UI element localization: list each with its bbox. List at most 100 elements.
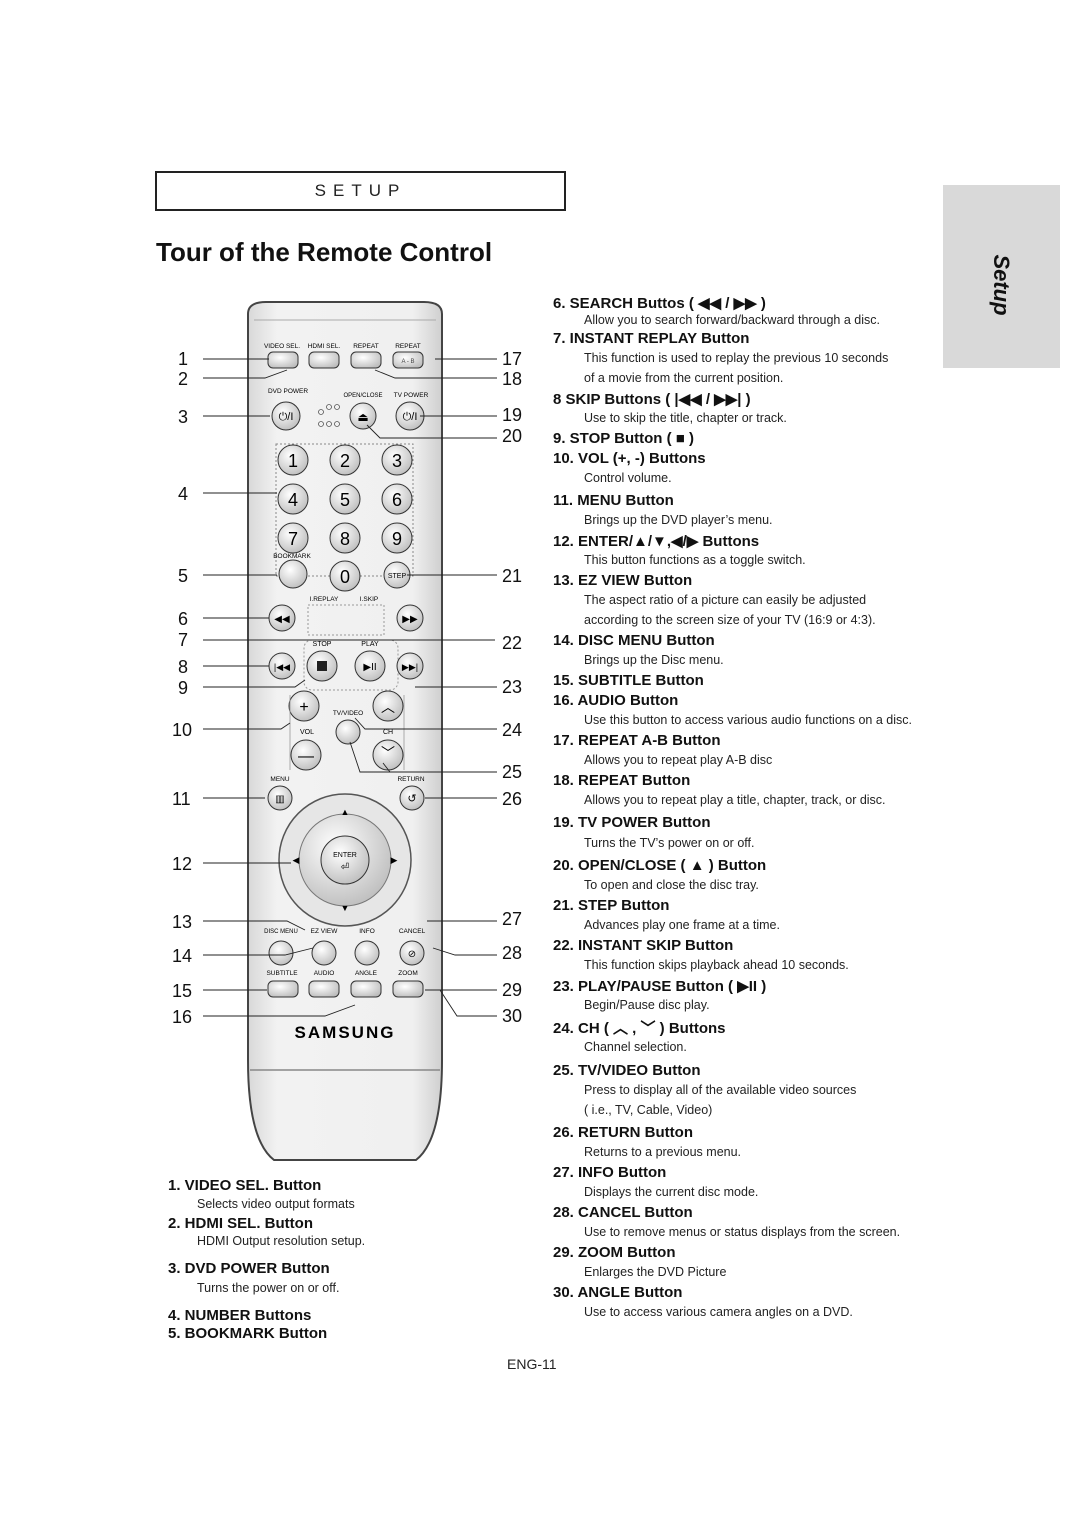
ez-view-button[interactable]: [311, 940, 337, 966]
item-desc: Turns the TV’s power on or off.: [584, 836, 755, 850]
enter-button[interactable]: [320, 835, 370, 885]
open-close-label: OPEN/CLOSE: [343, 393, 382, 399]
play-pause-button[interactable]: [354, 650, 386, 682]
cancel-label: CANCEL: [399, 928, 426, 935]
section-label-box: SETUP: [155, 171, 566, 211]
ab-label: A - B: [401, 359, 414, 365]
return-button[interactable]: [399, 785, 425, 811]
item-title: 3. DVD POWER Button: [168, 1260, 330, 1277]
number-key-label: 0: [340, 567, 350, 587]
search-forward-button[interactable]: [396, 604, 424, 632]
minus-icon: —: [298, 748, 314, 765]
item-title: 20. OPEN/CLOSE ( ▲ ) Button: [553, 857, 767, 874]
iskip-label: I.SKIP: [360, 596, 378, 603]
callout-13: 13: [172, 912, 193, 932]
callout-25: 25: [502, 762, 523, 782]
number-key[interactable]: [329, 522, 361, 554]
item-title: 13. EZ VIEW Button: [553, 572, 693, 589]
number-key[interactable]: [329, 560, 361, 592]
item-title: 28. CANCEL Button: [553, 1204, 693, 1221]
number-key[interactable]: [277, 522, 309, 554]
vol-up-button[interactable]: [288, 690, 320, 722]
item-title: 30. ANGLE Button: [553, 1284, 683, 1301]
callout-5: 5: [178, 566, 189, 586]
rewind-icon: ◀◀: [274, 614, 290, 625]
vol-down-button[interactable]: [290, 739, 322, 771]
item-desc: Enlarges the DVD Picture: [584, 1265, 727, 1279]
item-title: 8 SKIP Buttons ( |◀◀ / ▶▶| ): [553, 391, 751, 408]
angle-label: ANGLE: [355, 970, 378, 977]
ch-up-icon: ︿: [381, 699, 395, 715]
eject-icon: ⏏: [357, 410, 368, 424]
item-title: 4. NUMBER Buttons: [168, 1307, 312, 1324]
item-title: 10. VOL (+, -) Buttons: [553, 450, 706, 467]
menu-button[interactable]: [267, 785, 293, 811]
item-desc: HDMI Output resolution setup.: [197, 1234, 366, 1248]
item-title: 1. VIDEO SEL. Button: [168, 1177, 322, 1194]
callout-11: 11: [172, 789, 191, 809]
repeat-button[interactable]: [350, 351, 382, 369]
remote-illustration: VIDEO SEL. HDMI SEL. REPEAT REPEAT A - B…: [247, 301, 443, 1161]
enter-icon: ⏎: [341, 862, 349, 873]
video-sel-button[interactable]: [267, 351, 299, 369]
callout-28: 28: [502, 943, 523, 963]
number-key[interactable]: [381, 522, 413, 554]
repeat-ab-label: REPEAT: [395, 343, 421, 350]
angle-button[interactable]: [350, 980, 382, 998]
section-label: SETUP: [314, 181, 407, 200]
menu-icon: ▥: [275, 794, 284, 805]
number-key-label: 7: [288, 529, 298, 549]
repeat-ab-button[interactable]: [392, 351, 424, 369]
up-arrow-icon[interactable]: ▲: [341, 807, 350, 817]
item-desc: This function skips playback ahead 10 se…: [584, 958, 849, 972]
skip-forward-button[interactable]: [396, 652, 424, 680]
number-key[interactable]: [329, 444, 361, 476]
ch-up-button[interactable]: [372, 690, 404, 722]
open-close-button[interactable]: [349, 402, 377, 430]
page-title: Tour of the Remote Control: [156, 237, 493, 267]
cancel-button[interactable]: [399, 940, 425, 966]
skip-back-icon: |◀◀: [274, 662, 290, 672]
right-arrow-icon[interactable]: ▶: [391, 855, 398, 865]
tv-power-icon: ⏻/I: [403, 411, 418, 423]
item-title: 7. INSTANT REPLAY Button: [553, 330, 750, 347]
dvd-power-button[interactable]: [271, 401, 301, 431]
bookmark-button[interactable]: [278, 559, 308, 589]
item-title: 25. TV/VIDEO Button: [553, 1062, 701, 1079]
down-arrow-icon[interactable]: ▼: [341, 903, 350, 913]
samsung-logo: SAMSUNG: [295, 1023, 396, 1042]
hdmi-sel-label: HDMI SEL.: [308, 343, 341, 350]
info-button[interactable]: [354, 940, 380, 966]
item-title: 15. SUBTITLE Button: [553, 672, 704, 689]
item-title: 19. TV POWER Button: [553, 814, 711, 831]
item-desc: Begin/Pause disc play.: [584, 998, 710, 1012]
audio-button[interactable]: [308, 980, 340, 998]
callout-lines: [203, 358, 497, 1017]
callout-18: 18: [502, 369, 523, 389]
number-key-label: 3: [392, 451, 402, 471]
item-desc: Returns to a previous menu.: [584, 1145, 742, 1159]
enter-label: ENTER: [333, 852, 357, 859]
plus-icon: +: [299, 699, 308, 716]
disc-menu-label: DISC MENU: [264, 929, 298, 935]
item-title: 26. RETURN Button: [553, 1124, 693, 1141]
left-arrow-icon[interactable]: ◀: [293, 855, 300, 865]
ch-label: CH: [383, 729, 393, 736]
number-key[interactable]: [329, 483, 361, 515]
tv-video-button[interactable]: [335, 719, 361, 745]
subtitle-label: SUBTITLE: [266, 970, 298, 977]
hdmi-sel-button[interactable]: [308, 351, 340, 369]
play-label: PLAY: [361, 641, 379, 648]
number-key[interactable]: [381, 483, 413, 515]
number-key[interactable]: [381, 444, 413, 476]
item-desc: Turns the power on or off.: [197, 1281, 340, 1295]
number-key[interactable]: [277, 483, 309, 515]
callout-2: 2: [178, 369, 189, 389]
return-label: RETURN: [397, 776, 424, 783]
zoom-button[interactable]: [392, 980, 424, 998]
number-key-label: 5: [340, 490, 350, 510]
number-key-label: 4: [288, 490, 298, 510]
number-key[interactable]: [277, 444, 309, 476]
page-number: ENG-11: [507, 1356, 557, 1372]
subtitle-button[interactable]: [267, 980, 299, 998]
